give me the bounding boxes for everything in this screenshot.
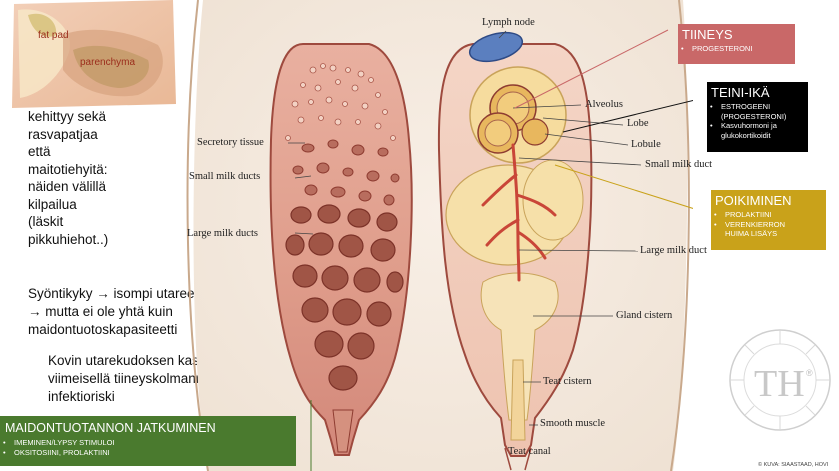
- label-teat-cistern: Teat cistern: [543, 376, 592, 387]
- registered-mark: ®: [806, 368, 813, 378]
- teini-ika-item: Kasvuhormoni ja: [707, 121, 808, 131]
- teini-ika-item: glukokortikoidit: [707, 131, 808, 141]
- label-small-milk-ducts: Small milk ducts: [189, 171, 260, 182]
- label-lobe: Lobe: [627, 118, 649, 129]
- poikiminen-list: PROLAKTIINI VERENKIERRON HUIMA LISÄYS: [711, 210, 826, 239]
- teini-ika-list: ESTROGEENI (PROGESTERONI) Kasvuhormoni j…: [707, 102, 808, 140]
- maidontuotanto-item: IMEMINEN/LYPSY STIMULOI: [0, 438, 296, 448]
- image-credit: © KUVA: SIAASTAAD, HOVI: [758, 462, 828, 468]
- maidontuotanto-title: MAIDONTUOTANNON JATKUMINEN: [0, 416, 296, 436]
- label-gland-cistern: Gland cistern: [616, 310, 672, 321]
- poikiminen-item: HUIMA LISÄYS: [711, 229, 826, 239]
- label-lymph-node: Lymph node: [482, 17, 535, 28]
- poikiminen-item: VERENKIERRON: [711, 220, 826, 230]
- label-lobule: Lobule: [631, 139, 661, 150]
- label-alveolus: Alveolus: [585, 99, 623, 110]
- maidontuotanto-box: MAIDONTUOTANNON JATKUMINEN IMEMINEN/LYPS…: [0, 416, 296, 466]
- poikiminen-item: PROLAKTIINI: [711, 210, 826, 220]
- teini-ika-title: TEINI-IKÄ: [707, 82, 808, 100]
- poikiminen-box: POIKIMINEN PROLAKTIINI VERENKIERRON HUIM…: [711, 190, 826, 250]
- maidontuotanto-item: OKSITOSIINI, PROLAKTIINI: [0, 448, 296, 458]
- tiineys-title: TIINEYS: [678, 24, 795, 42]
- teini-ika-item: ESTROGEENI: [707, 102, 808, 112]
- label-small-milk-duct: Small milk duct: [645, 159, 712, 170]
- development-paragraph: kehittyy sekä rasvapatjaa että maitotieh…: [28, 108, 108, 248]
- maidontuotanto-list: IMEMINEN/LYPSY STIMULOI OKSITOSIINI, PRO…: [0, 438, 296, 457]
- th-watermark-text: TH: [754, 362, 805, 406]
- teini-ika-item: (PROGESTERONI): [707, 112, 808, 122]
- label-teat-canal: Teat canal: [508, 446, 551, 457]
- parenchyma-label: parenchyma: [80, 57, 135, 68]
- tiineys-box: TIINEYS PROGESTERONI: [678, 24, 795, 64]
- teini-ika-box: TEINI-IKÄ ESTROGEENI (PROGESTERONI) Kasv…: [707, 82, 808, 152]
- label-secretory-tissue: Secretory tissue: [197, 137, 264, 148]
- inset-photo: [8, 0, 178, 108]
- label-smooth-muscle: Smooth muscle: [540, 418, 605, 429]
- tiineys-item: PROGESTERONI: [678, 44, 795, 54]
- tiineys-list: PROGESTERONI: [678, 44, 795, 54]
- fat-pad-label: fat pad: [38, 30, 69, 41]
- udder-cross-section-illustration: [183, 0, 693, 471]
- poikiminen-title: POIKIMINEN: [711, 190, 826, 208]
- label-large-milk-duct: Large milk duct: [640, 245, 707, 256]
- label-large-milk-ducts: Large milk ducts: [187, 228, 258, 239]
